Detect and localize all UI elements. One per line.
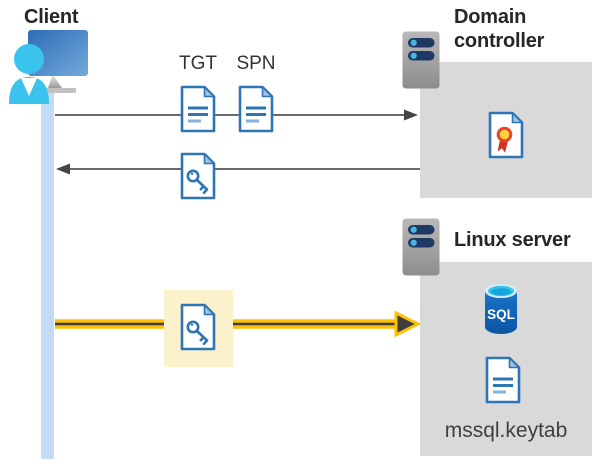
service-ticket-key-document-icon [180, 303, 216, 351]
monitor-base [44, 88, 76, 93]
keytab-filename: mssql.keytab [444, 419, 568, 442]
tgt-label: TGT [179, 53, 217, 74]
request-arrow [55, 109, 418, 121]
service-ticket-arrow [55, 310, 420, 338]
certificate-seal [496, 126, 513, 153]
user-icon [9, 44, 49, 104]
request-arrowhead [404, 109, 418, 121]
domain-controller-title: Domain controller [454, 6, 545, 52]
linux-server-title: Linux server [454, 229, 571, 251]
response-arrowhead [56, 163, 70, 175]
key-glyph [186, 320, 209, 346]
domain-controller-server-icon [402, 31, 440, 89]
spn-document-icon [238, 85, 274, 133]
monitor-icon [28, 30, 88, 76]
client-title: Client [24, 6, 79, 28]
ticket-key-document-icon [180, 152, 216, 200]
sql-database-icon: SQL [485, 284, 517, 334]
certificate-document-icon [488, 111, 524, 159]
key-glyph [186, 169, 209, 195]
monitor-stand [48, 76, 62, 88]
tgt-document-icon [180, 85, 216, 133]
client-icon [9, 30, 88, 104]
service-ticket-arrowhead [394, 310, 420, 338]
response-arrow [56, 163, 420, 175]
keytab-document-icon [485, 356, 521, 404]
linux-server-icon [402, 218, 440, 276]
sql-badge-text: SQL [487, 307, 515, 322]
spn-label: SPN [236, 53, 276, 74]
client-lifeline [41, 92, 54, 459]
